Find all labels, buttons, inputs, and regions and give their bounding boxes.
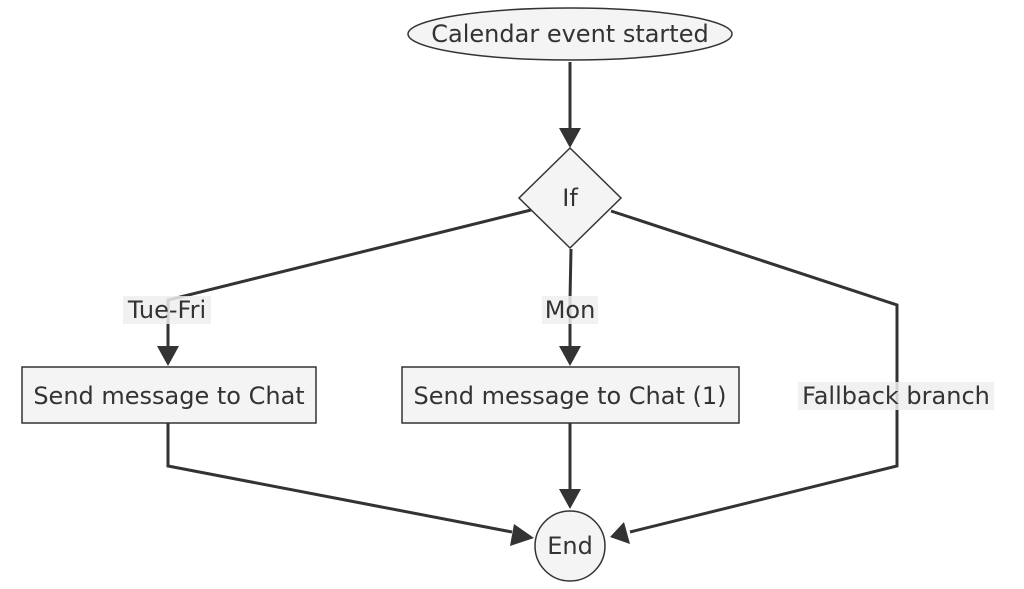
edge-label-tue-fri-text: Tue-Fri: [127, 296, 206, 324]
start-node[interactable]: Calendar event started: [407, 7, 733, 61]
end-node[interactable]: End: [534, 510, 606, 582]
edge-send1-to-end: [166, 423, 513, 534]
decision-node[interactable]: If: [517, 146, 623, 250]
send-message-node-2[interactable]: Send message to Chat (1): [401, 366, 740, 424]
arrowhead-icon: [559, 128, 581, 148]
edge-label-fallback: Fallback branch: [798, 382, 994, 410]
send-message-node-1-label: Send message to Chat: [33, 382, 304, 410]
end-node-label: End: [547, 532, 593, 560]
arrowhead-icon: [559, 489, 581, 509]
decision-node-label: If: [562, 184, 578, 212]
send-message-node-1[interactable]: Send message to Chat: [21, 366, 317, 424]
arrowhead-icon: [610, 522, 630, 544]
start-node-label: Calendar event started: [431, 20, 708, 48]
send-message-node-2-label: Send message to Chat (1): [414, 382, 727, 410]
arrowhead-icon: [510, 524, 534, 546]
edge-if-to-send1: [166, 208, 532, 348]
edge-label-mon: Mon: [542, 296, 598, 324]
edge-label-tue-fri: Tue-Fri: [123, 296, 211, 324]
arrowhead-icon: [559, 346, 581, 366]
edge-label-mon-text: Mon: [545, 296, 596, 324]
edge-label-fallback-text: Fallback branch: [802, 382, 990, 410]
arrowhead-icon: [157, 346, 179, 366]
